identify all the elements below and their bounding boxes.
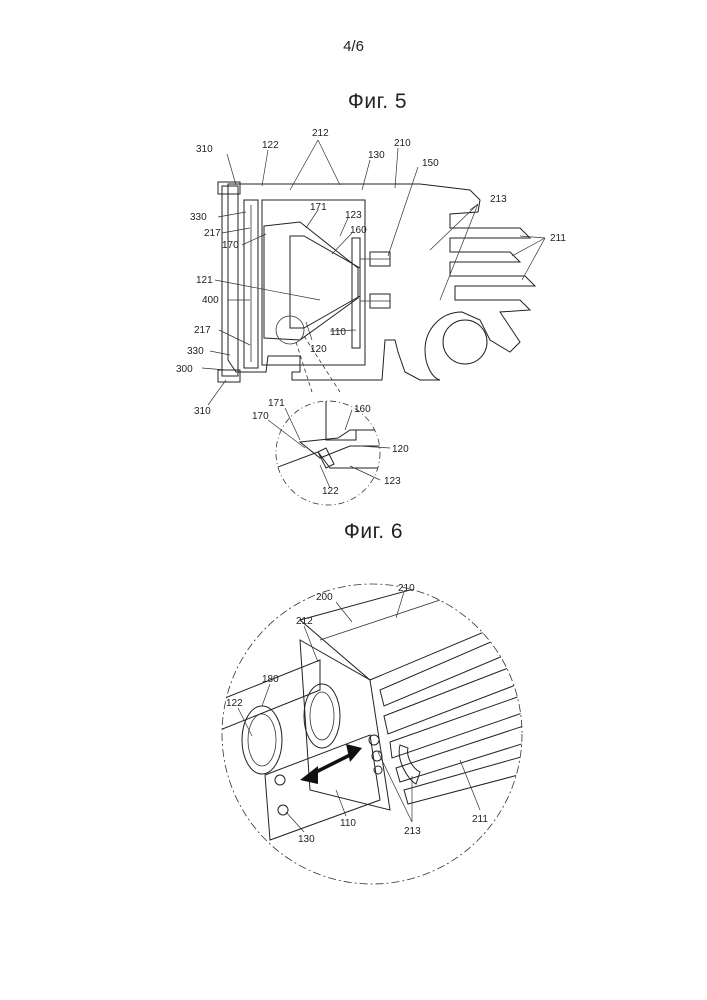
fig6-label-213: 213 [404, 826, 421, 837]
fig6-label-130: 130 [298, 834, 315, 845]
housing-body [228, 184, 535, 380]
label-300: 300 [176, 364, 193, 375]
fig6-label-210: 210 [398, 583, 415, 594]
label-123: 123 [345, 210, 362, 221]
cover-frame [222, 186, 238, 376]
label-400: 400 [202, 295, 219, 306]
label-170-detail: 170 [252, 411, 269, 422]
figure-6-drawing: 210 200 212 180 122 110 130 213 211 [220, 560, 560, 884]
fig6-label-110: 110 [340, 818, 356, 829]
label-210: 210 [394, 138, 411, 149]
fig6-label-212: 212 [296, 616, 313, 627]
fig6-board-110 [265, 735, 380, 840]
label-160-detail: 160 [354, 404, 371, 415]
housing-hole [443, 320, 487, 364]
fig6-label-200: 200 [316, 592, 333, 603]
label-310-bottom: 310 [194, 406, 211, 417]
board-110 [352, 238, 360, 348]
label-120-detail: 120 [392, 444, 409, 455]
fig6-lens-right [304, 684, 340, 748]
label-217-bottom: 217 [194, 325, 211, 336]
fig6-label-180: 180 [262, 674, 279, 685]
label-211: 211 [550, 233, 566, 244]
label-123-detail: 123 [384, 476, 401, 487]
fig6-boundary [222, 584, 522, 884]
label-120: 120 [310, 344, 327, 355]
label-171: 171 [310, 202, 327, 213]
label-170: 170 [222, 240, 239, 251]
label-212: 212 [312, 128, 329, 139]
label-122-detail: 122 [322, 486, 339, 497]
label-330-top: 330 [190, 212, 207, 223]
label-130: 130 [368, 150, 385, 161]
label-213: 213 [490, 194, 507, 205]
label-110: 110 [330, 327, 346, 338]
lens-160 [290, 236, 360, 328]
label-122-top: 122 [262, 140, 279, 151]
detail-enlargement: 171 160 170 120 122 123 [252, 398, 409, 510]
label-217-top: 217 [204, 228, 221, 239]
label-330-bottom: 330 [187, 346, 204, 357]
label-150: 150 [422, 158, 439, 169]
figure-5-drawing: 310 122 212 130 210 150 213 330 171 123 … [176, 128, 566, 510]
label-171-detail: 171 [268, 398, 285, 409]
label-310-top: 310 [196, 144, 213, 155]
fig6-label-211: 211 [472, 814, 488, 825]
label-121: 121 [196, 275, 213, 286]
label-160: 160 [350, 225, 367, 236]
fig6-label-122: 122 [226, 698, 243, 709]
